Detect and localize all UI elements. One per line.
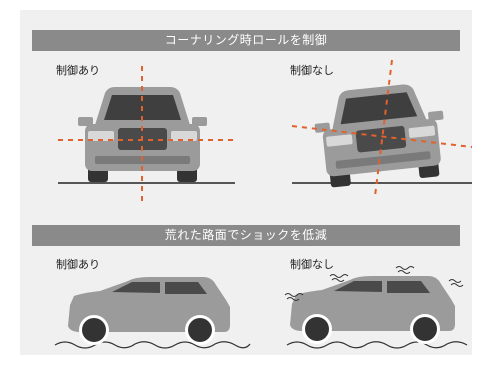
windshield	[340, 92, 418, 125]
side-mirror	[428, 110, 444, 121]
headlight	[326, 134, 353, 147]
vibration-marks	[284, 266, 464, 301]
grille	[355, 125, 407, 153]
side-mirror	[192, 117, 207, 126]
window-rear	[165, 282, 207, 294]
wheel	[82, 318, 106, 342]
wheel	[188, 318, 212, 342]
rough-road	[54, 341, 251, 349]
window-front	[334, 281, 382, 292]
headlight	[408, 125, 436, 138]
bumper	[335, 151, 431, 169]
wheel	[305, 317, 329, 341]
section-title-rough-road: 荒れた路面でショックを低減	[32, 225, 460, 246]
section-title-cornering: コーナリング時ロールを制御	[32, 30, 460, 51]
rough-road	[286, 341, 468, 349]
headlight	[88, 131, 114, 141]
side-car-controlled	[54, 277, 251, 349]
front-car-controlled	[58, 66, 238, 205]
label-without-control-1: 制御なし	[290, 64, 334, 77]
label-with-control-1: 制御あり	[56, 64, 100, 77]
label-without-control-2: 制御なし	[290, 258, 334, 271]
label-with-control-2: 制御あり	[56, 258, 100, 271]
headlight	[171, 131, 197, 141]
wheel	[413, 317, 437, 341]
vertical-axis	[374, 59, 393, 197]
front-car-uncontrolled	[291, 59, 473, 197]
window-rear	[387, 281, 430, 293]
side-car-uncontrolled	[284, 266, 468, 349]
horizontal-axis	[291, 125, 473, 148]
window-front	[112, 282, 160, 293]
side-mirror	[78, 117, 93, 126]
